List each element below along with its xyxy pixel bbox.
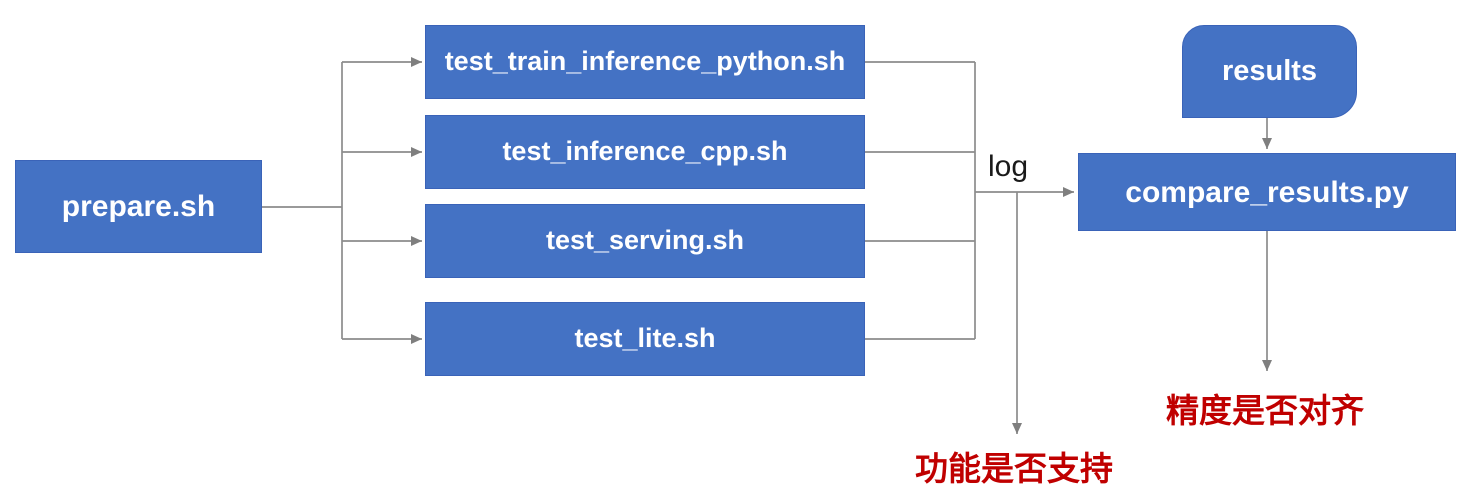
annotation-function-support: 功能是否支持	[915, 450, 1113, 487]
node-results: results	[1182, 25, 1357, 118]
log-label: log	[988, 150, 1029, 183]
node-prepare-sh: prepare.sh	[15, 160, 262, 253]
annotation-accuracy-alignment: 精度是否对齐	[1166, 392, 1364, 429]
node-compare-results-py: compare_results.py	[1078, 153, 1456, 231]
node-test-serving-sh: test_serving.sh	[425, 204, 865, 278]
node-test-inference-cpp-sh: test_inference_cpp.sh	[425, 115, 865, 189]
node-test-lite-sh: test_lite.sh	[425, 302, 865, 376]
node-test-train-inference-python-sh: test_train_inference_python.sh	[425, 25, 865, 99]
